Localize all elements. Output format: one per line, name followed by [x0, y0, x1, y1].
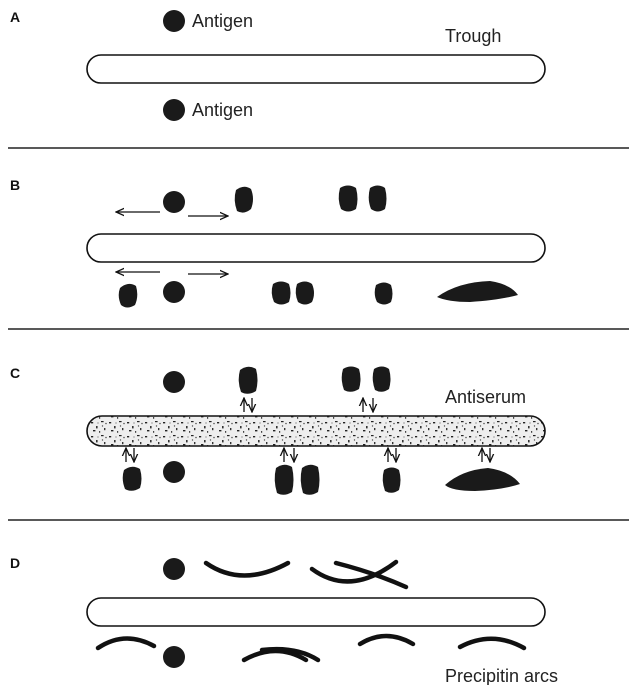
panel-b-letter: B — [10, 177, 20, 193]
antigen-smear — [437, 281, 518, 302]
antigen-label-top: Antigen — [192, 11, 253, 31]
antigen-well-top — [163, 191, 185, 213]
precipitin-arc — [360, 636, 413, 644]
antigen-spot — [375, 283, 393, 305]
panel-a-letter: A — [10, 9, 20, 25]
antigen-well-top — [163, 10, 185, 32]
precipitin-arc — [460, 639, 524, 648]
trough — [87, 55, 545, 83]
precipitin-arc — [98, 638, 154, 648]
antigen-spot — [339, 186, 358, 212]
antiserum-trough — [87, 416, 545, 446]
antigen-spot — [123, 467, 142, 491]
antigen-label-bottom: Antigen — [192, 100, 253, 120]
precipitin-arc — [206, 563, 288, 576]
antigen-well-bottom — [163, 461, 185, 483]
antigen-spot — [296, 282, 314, 305]
antigen-spot — [272, 282, 291, 305]
antigen-spot — [119, 284, 138, 308]
antigen-spot — [235, 187, 253, 213]
antigen-spot — [373, 367, 391, 392]
precipitin-arcs-label: Precipitin arcs — [445, 666, 558, 685]
panel-a: A Antigen Trough Antigen — [10, 9, 545, 121]
antigen-well-bottom — [163, 646, 185, 668]
panel-c: C Antiserum — [10, 365, 545, 495]
trough — [87, 598, 545, 626]
panel-d-letter: D — [10, 555, 20, 571]
antiserum-label: Antiserum — [445, 387, 526, 407]
panel-b: B — [10, 177, 545, 308]
antigen-spot — [239, 367, 258, 394]
antigen-well-top — [163, 371, 185, 393]
antigen-well-top — [163, 558, 185, 580]
panel-c-letter: C — [10, 365, 20, 381]
antigen-spot — [383, 468, 401, 493]
antigen-spot — [342, 367, 361, 392]
antigen-spot — [301, 465, 320, 495]
antigen-well-bottom — [163, 281, 185, 303]
antigen-well-bottom — [163, 99, 185, 121]
antigen-smear — [445, 468, 520, 491]
antigen-spot — [369, 186, 387, 212]
antigen-spot — [275, 465, 294, 495]
trough-label: Trough — [445, 26, 501, 46]
trough — [87, 234, 545, 262]
panel-d: D Precipitin arcs — [10, 555, 558, 685]
